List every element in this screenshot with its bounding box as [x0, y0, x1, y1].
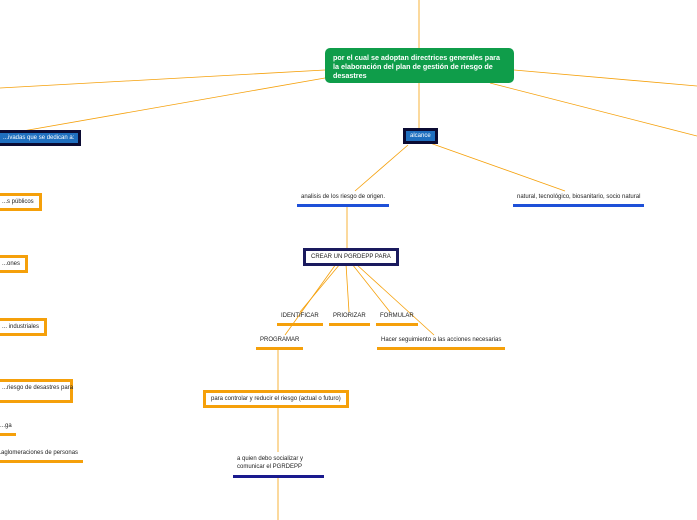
formular-node[interactable]: FORMULAR [376, 313, 418, 326]
connector-root-left-top [0, 69, 326, 89]
connector-crear-formular [351, 263, 391, 313]
left-item-riesgo[interactable]: ...riesgo de desastres para [0, 379, 73, 403]
identificar-node[interactable]: IDENTIFICAR [277, 313, 323, 326]
connector-root-right [489, 82, 697, 137]
root-topic[interactable]: por el cual se adoptan directrices gener… [325, 48, 514, 83]
connector-crear-priorizar [345, 263, 350, 313]
connector-root-right-top [513, 69, 697, 87]
left-item-industriales[interactable]: ... industriales [0, 318, 48, 336]
left-item-publicos[interactable]: ...s públicos [0, 193, 42, 211]
connector-crear-seguimiento [355, 263, 435, 336]
left-item-aglomeraciones[interactable]: ...aglomeraciones de personas [0, 450, 83, 463]
connector-alcance-natural [429, 142, 566, 192]
programar-node[interactable]: PROGRAMAR [256, 337, 304, 350]
left-entities-node[interactable]: ...ivadas que se dedican a: [0, 130, 82, 146]
analisis-node[interactable]: analisis de los riesgo de origen. [297, 194, 390, 207]
socializar-node[interactable]: a quien debo socializar y comunicar el P… [233, 456, 324, 478]
connector-crear-identificar [299, 263, 341, 313]
priorizar-node[interactable]: PRIORIZAR [329, 313, 370, 326]
natural-node[interactable]: natural, tecnológico, biosanitario, soci… [513, 194, 645, 207]
controlar-node[interactable]: para controlar y reducir el riesgo (actu… [203, 390, 349, 408]
left-item-ga[interactable]: ...ga [0, 423, 16, 436]
crear-node[interactable]: CREAR UN PGRDEPP PARA [303, 248, 399, 266]
alcance-node[interactable]: alcance [403, 128, 438, 144]
seguimiento-node[interactable]: Hacer seguimiento a las acciones necesar… [377, 337, 506, 350]
connector-alcance-analisis [354, 144, 409, 192]
connector-root-left [0, 77, 326, 136]
left-item-ones[interactable]: ...ones [0, 255, 29, 273]
